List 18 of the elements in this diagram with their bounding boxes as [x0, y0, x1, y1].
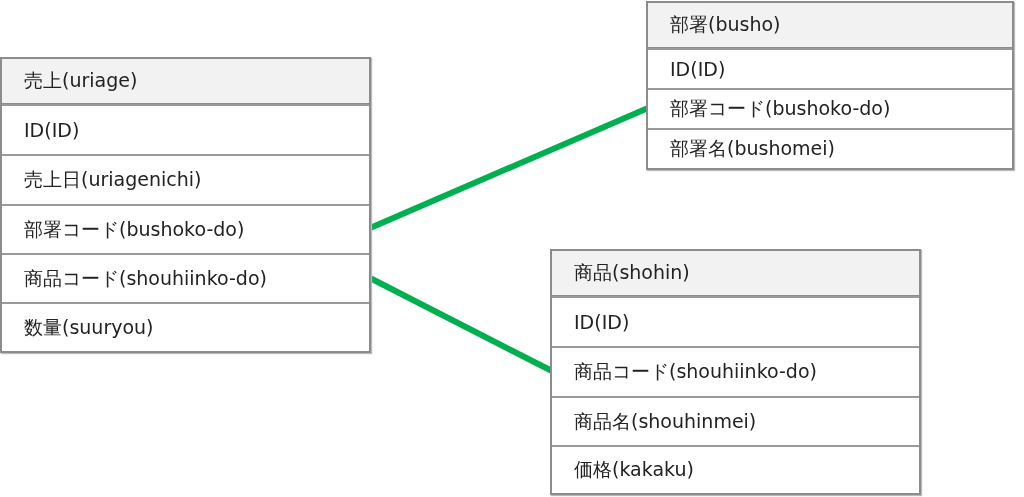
table-row: ID(ID) — [552, 296, 919, 346]
table-row: 売上日(uriagenichi) — [2, 154, 369, 204]
table-header: 売上(uriage) — [2, 59, 369, 106]
table-row: 部署コード(bushoko-do) — [2, 204, 369, 253]
table-row: 部署名(bushomei) — [648, 128, 1012, 168]
table-row: ID(ID) — [2, 104, 369, 154]
table-row: 商品名(shouhinmei) — [552, 396, 919, 445]
table-header: 部署(busho) — [648, 3, 1012, 50]
table-row: 部署コード(bushoko-do) — [648, 88, 1012, 128]
table-header: 商品(shohin) — [552, 251, 919, 298]
table-row: 商品コード(shouhiinko-do) — [2, 253, 369, 302]
table — [0, 57, 371, 353]
table-row: 数量(suuryou) — [2, 302, 369, 351]
table-row: ID(ID) — [648, 48, 1012, 88]
table-row: 価格(kakaku) — [552, 445, 919, 493]
table — [646, 1, 1014, 170]
table-row: 商品コード(shouhiinko-do) — [552, 346, 919, 396]
table — [550, 249, 921, 495]
